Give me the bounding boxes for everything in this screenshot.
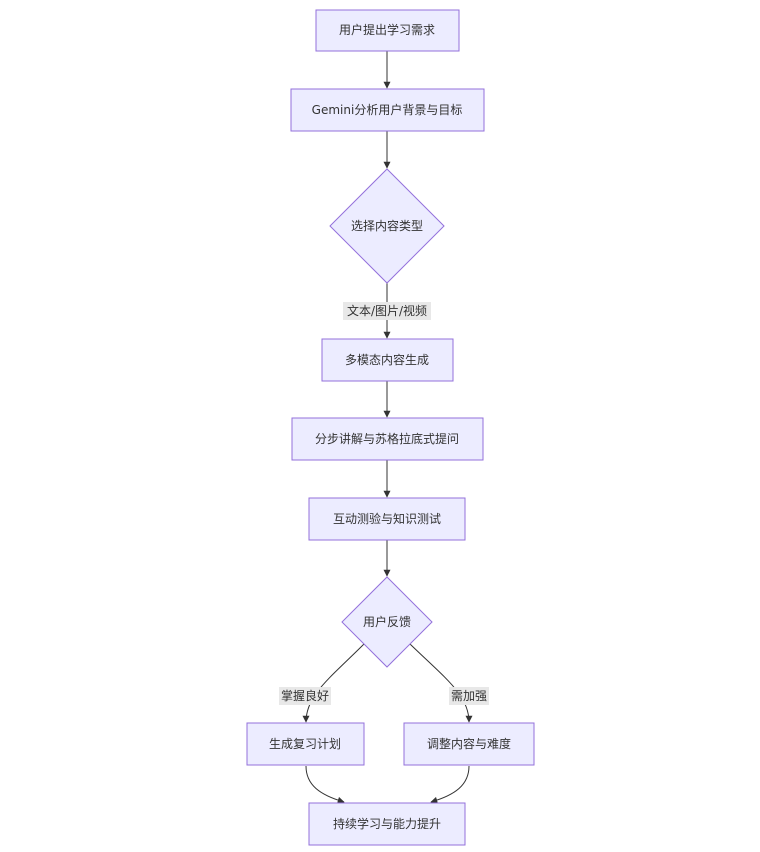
edge-label-bg — [279, 687, 331, 705]
node-multimodal-generation: 多模态内容生成 — [321, 338, 454, 382]
node-quiz: 互动测验与知识测试 — [308, 497, 466, 541]
node-analyze-background: Gemini分析用户背景与目标 — [290, 88, 485, 132]
edge-labels: 文本/图片/视频 掌握良好 需加强 — [279, 302, 489, 705]
node-continuous-learning: 持续学习与能力提升 — [308, 802, 466, 846]
edge-label-bg — [449, 687, 489, 705]
edge-n6-n8 — [305, 765, 345, 804]
node-step-by-step: 分步讲解与苏格拉底式提问 — [291, 417, 484, 461]
edge-label-content-type: 文本/图片/视频 — [347, 303, 427, 318]
decision-content-type: 选择内容类型 — [329, 168, 445, 284]
node-label: 选择内容类型 — [351, 218, 423, 233]
node-label: Gemini分析用户背景与目标 — [312, 102, 463, 117]
edge-d2-n7 — [409, 643, 473, 723]
node-label: 用户反馈 — [363, 614, 411, 629]
edge-label-bg — [343, 302, 431, 320]
node-label: 生成复习计划 — [269, 737, 341, 751]
node-label: 分步讲解与苏格拉底式提问 — [315, 431, 459, 446]
node-learning-request: 用户提出学习需求 — [315, 9, 460, 52]
edge-n7-n8 — [430, 765, 470, 804]
node-label: 互动测验与知识测试 — [333, 511, 441, 526]
node-review-plan: 生成复习计划 — [246, 722, 365, 766]
node-label: 调整内容与难度 — [427, 736, 511, 751]
edge-label-mastered: 掌握良好 — [281, 688, 329, 703]
node-label: 用户提出学习需求 — [339, 22, 435, 37]
node-label: 持续学习与能力提升 — [333, 816, 441, 831]
edges — [302, 51, 473, 804]
nodes: 用户提出学习需求 Gemini分析用户背景与目标 选择内容类型 多模态内容生成 … — [246, 9, 535, 846]
edge-label-needs-work: 需加强 — [451, 689, 487, 703]
edge-d2-n6 — [302, 643, 365, 723]
decision-user-feedback: 用户反馈 — [341, 576, 433, 668]
node-label: 多模态内容生成 — [345, 352, 429, 367]
node-adjust-difficulty: 调整内容与难度 — [403, 722, 535, 766]
